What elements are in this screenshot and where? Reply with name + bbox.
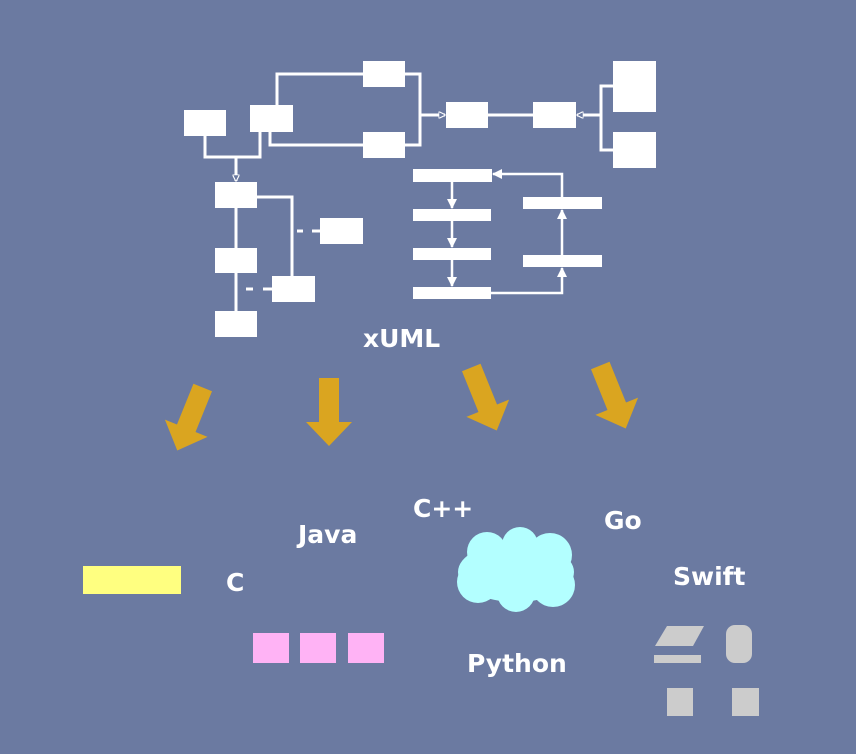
arrow-to-go [590,361,639,429]
cloud-puff [457,561,499,603]
connector-line [275,72,363,117]
connector-line [599,84,613,152]
class-box [446,102,488,128]
class-box [613,61,656,112]
c-label: C [226,568,244,597]
flow-arrow [491,267,567,295]
class-box [533,102,576,128]
swift-bar [654,655,701,663]
class-box [363,132,405,158]
swift-shapes [654,625,759,716]
arrow-to-cpp [461,363,510,431]
class-box [250,105,293,132]
swift-block [732,688,759,716]
java-block [253,633,289,663]
class-box [320,218,363,244]
class-box [215,311,257,337]
java-block [348,633,384,663]
c-code-block [83,566,181,594]
connector-line [203,136,236,159]
cpp-label: C++ [413,494,473,523]
connector-line [236,132,262,159]
arrow-to-java [306,378,352,446]
class-box [215,248,257,273]
activity-bar [413,248,491,260]
go-label: Go [604,506,642,535]
connector-line [405,72,422,147]
java-code-blocks [253,633,384,663]
class-box [363,61,405,87]
swift-block [667,688,693,716]
java-block [300,633,336,663]
java-label: Java [296,520,357,549]
class-box [613,132,656,168]
activity-bar [413,209,491,221]
transformation-arrows [164,361,639,451]
cpp-cloud [457,527,575,612]
python-label: Python [467,649,567,678]
class-box [272,276,315,302]
swift-rounded-block [726,625,752,663]
arrow-to-c [164,383,213,451]
cloud-puff [531,563,575,607]
connector-line [268,132,363,147]
swift-label: Swift [673,562,746,591]
activity-bar [523,255,602,267]
class-box [215,182,257,208]
class-diagram [184,61,656,337]
activity-bar [413,169,492,182]
activity-diagram [413,169,602,299]
xuml-label: xUML [363,324,440,353]
swift-parallelogram [655,626,704,646]
flow-arrow [492,169,564,197]
class-box [184,110,226,136]
activity-bar [523,197,602,209]
cloud-puff [497,574,535,612]
activity-bar [413,287,491,299]
connector-line [257,195,294,276]
